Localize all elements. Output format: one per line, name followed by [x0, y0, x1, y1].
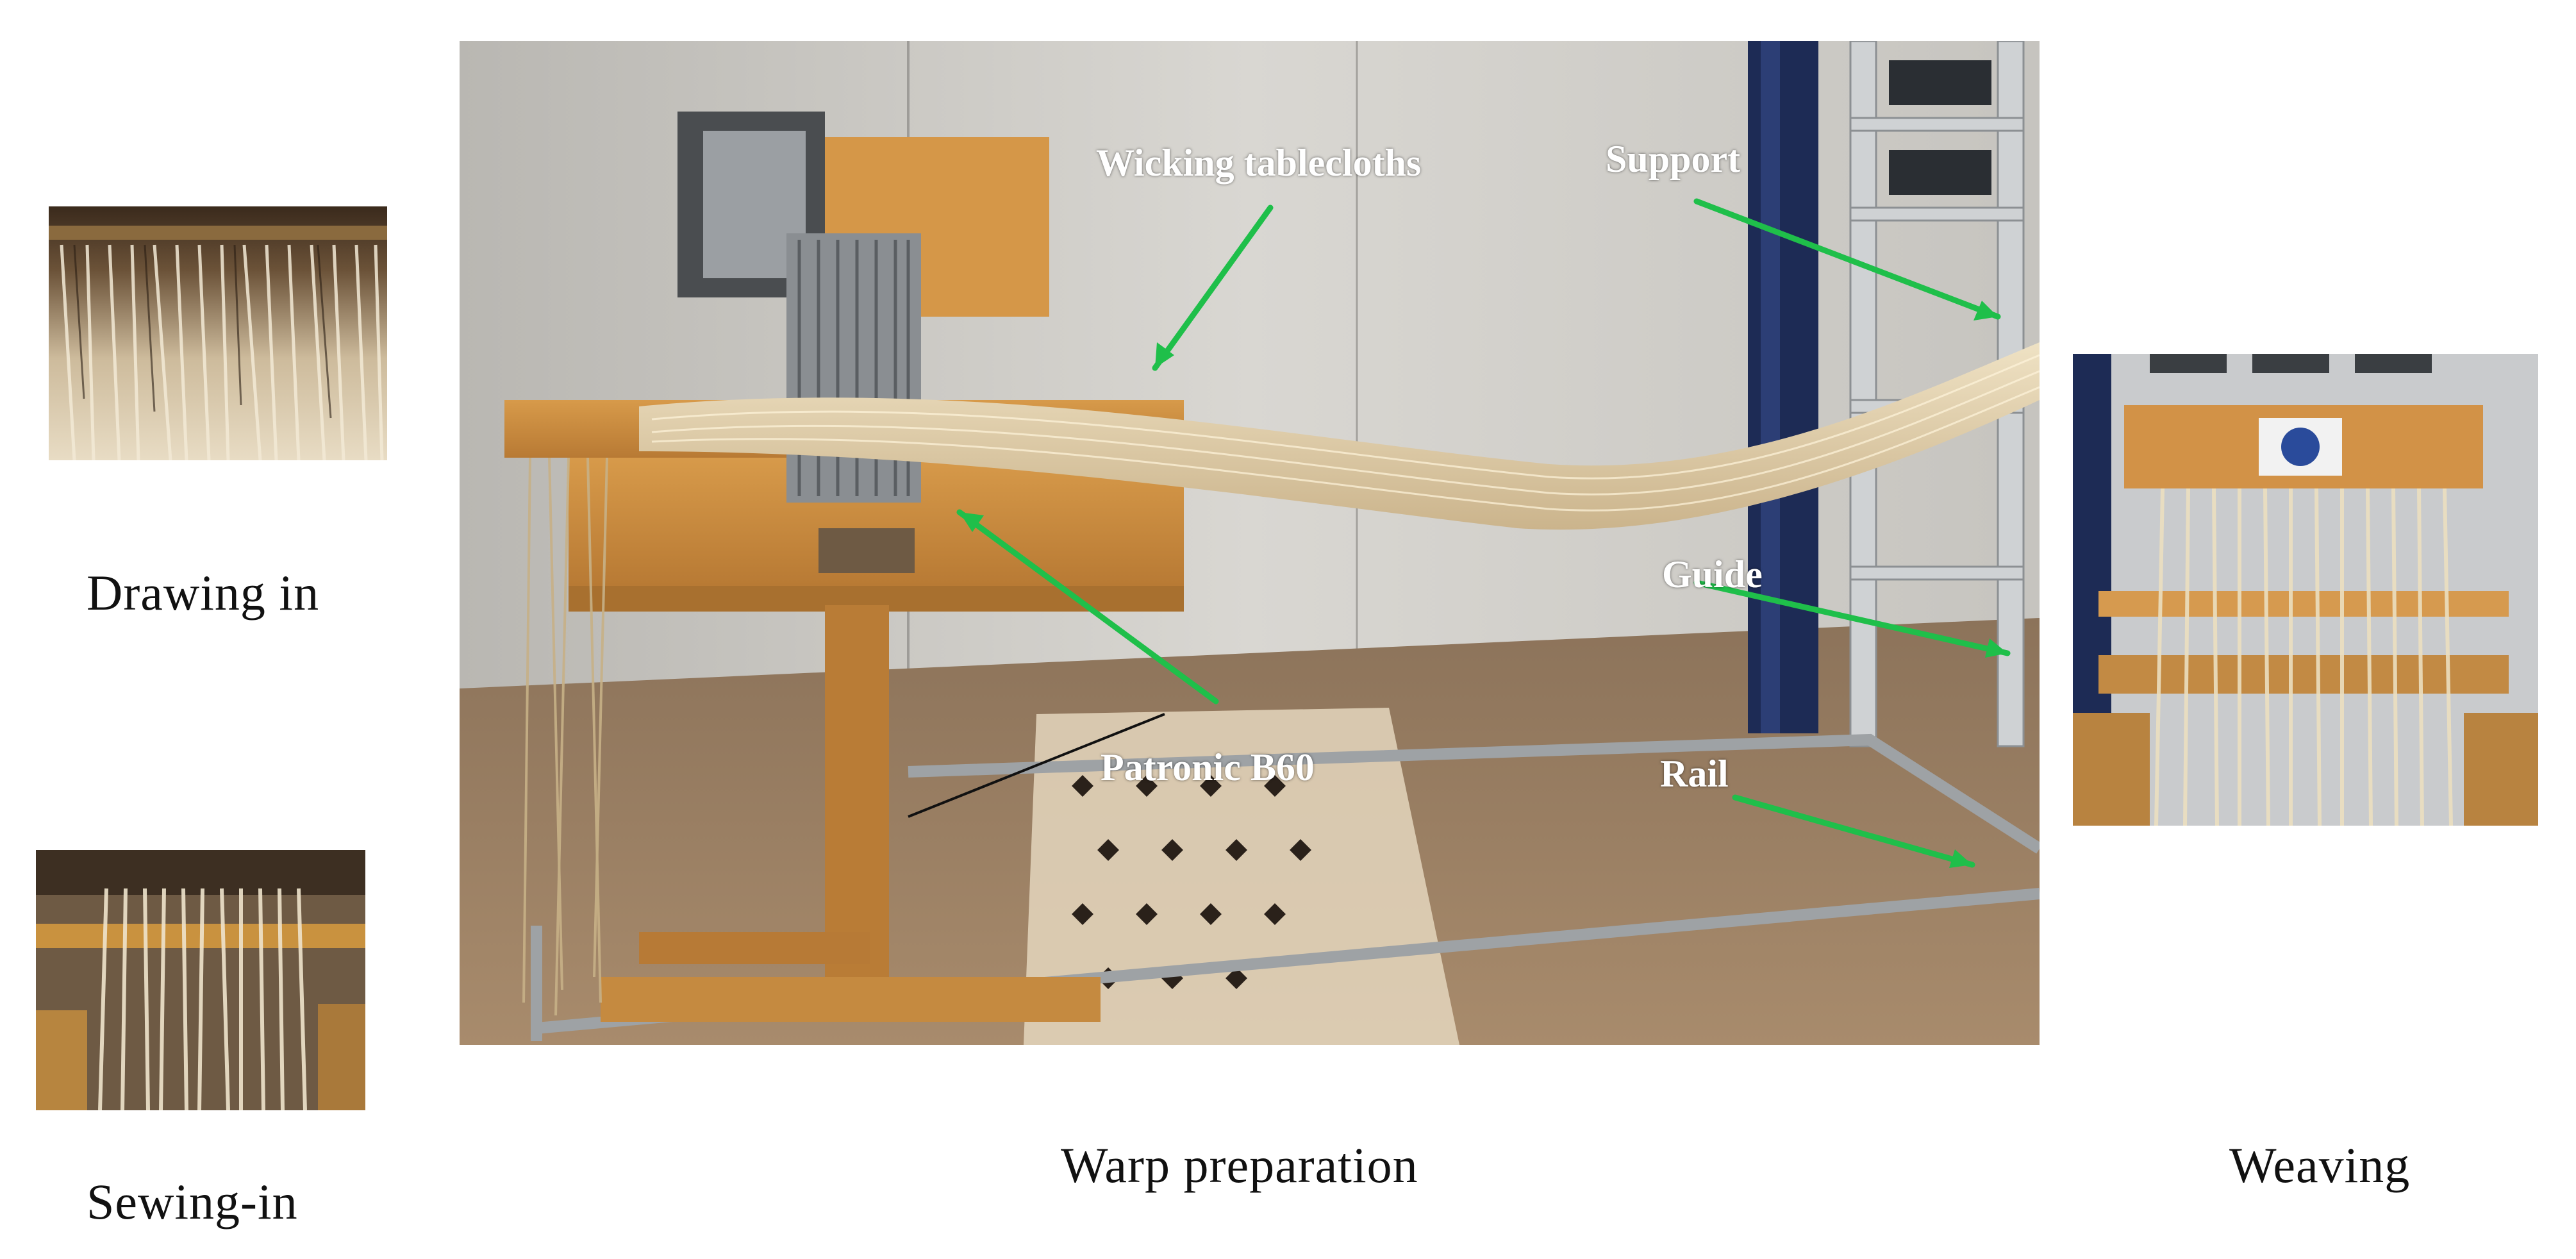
- support-label: Support: [1606, 138, 1741, 180]
- patronic-b60-label: Patronic B60: [1101, 746, 1315, 788]
- warp-preparation-caption: Warp preparation: [1061, 1137, 1418, 1193]
- weaving-photo: [2073, 354, 2538, 826]
- warp-preparation-photo: [460, 41, 2040, 1045]
- drawing-in-caption: Drawing in: [87, 565, 320, 621]
- weaving-caption: Weaving: [2229, 1137, 2411, 1193]
- rail-label: Rail: [1660, 753, 1729, 795]
- sewing-in-photo: [36, 850, 365, 1110]
- wicking-tablecloths-label: Wicking tablecloths: [1096, 142, 1422, 184]
- guide-label: Guide: [1662, 553, 1763, 596]
- drawing-in-photo: [49, 206, 387, 460]
- sewing-in-caption: Sewing-in: [87, 1174, 298, 1230]
